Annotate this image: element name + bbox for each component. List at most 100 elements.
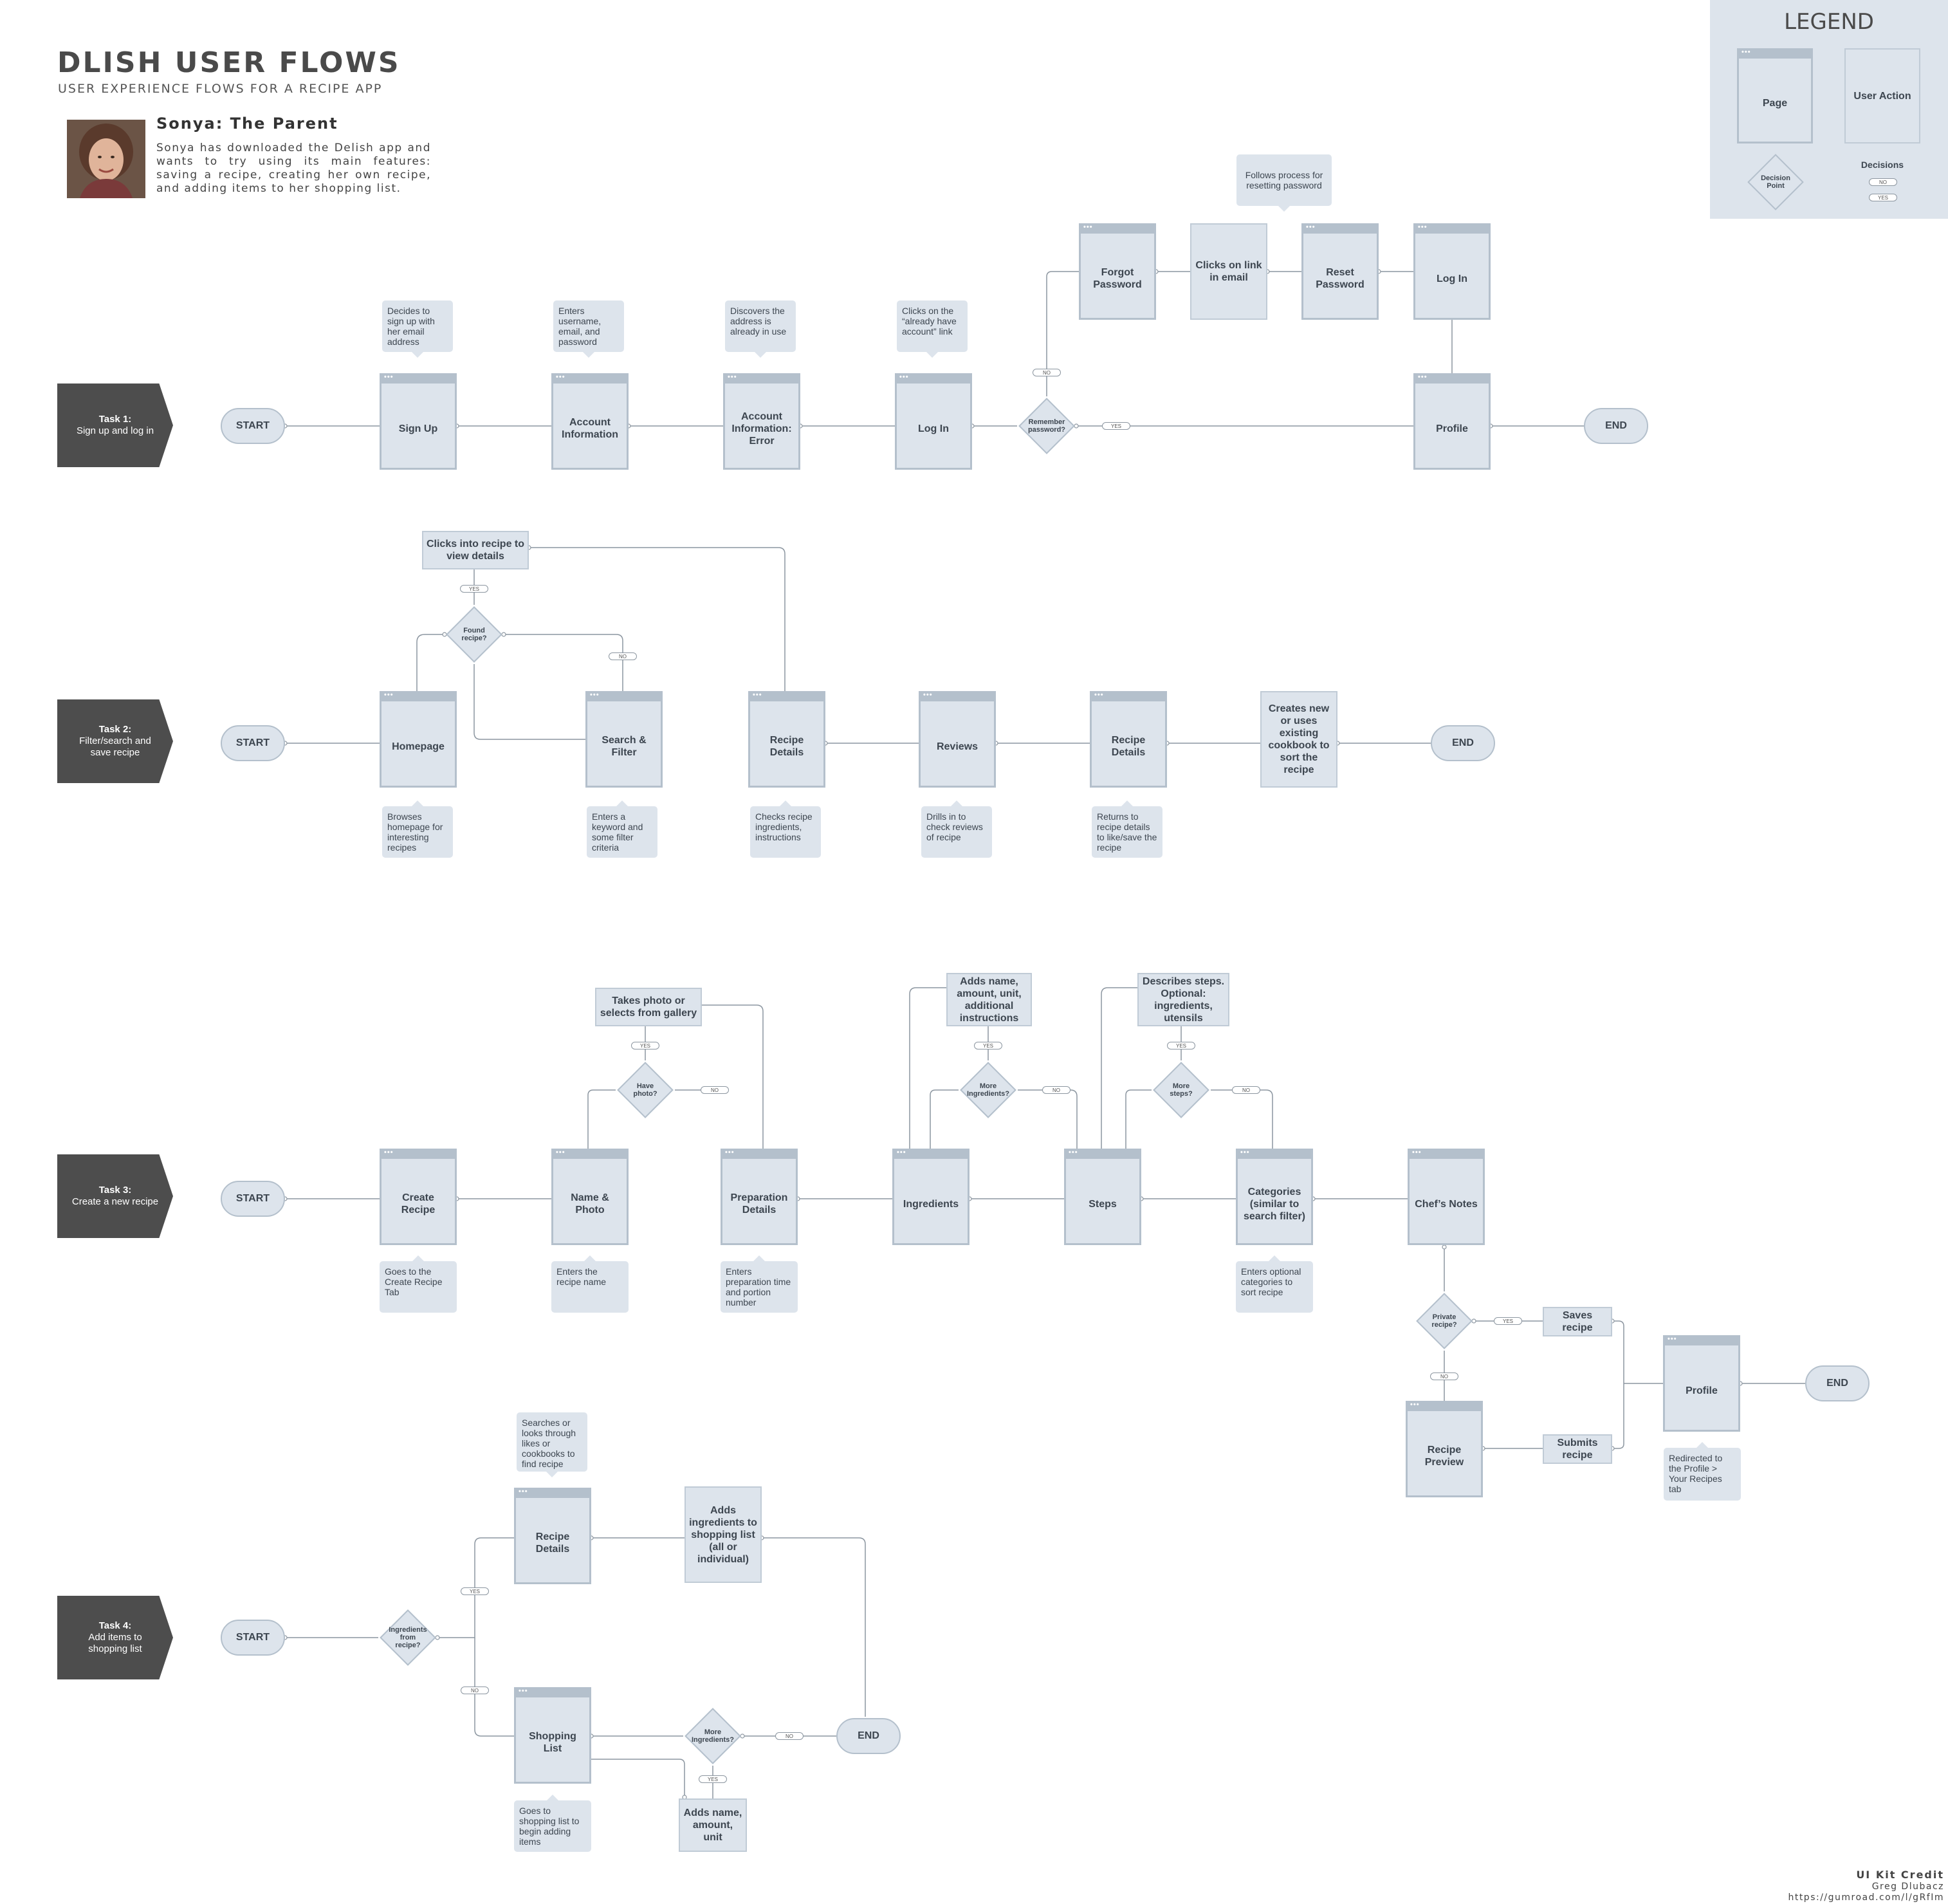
task4-adds-ingredients-action: Adds ingredients to shopping list (all o… [685, 1486, 762, 1583]
task3-steps-yes-pill: YES [1167, 1042, 1195, 1049]
task2-label: Task 2: Filter/search and save recipe [57, 699, 173, 783]
legend-page-label: Page [1762, 97, 1788, 109]
legend-decision-label: Decision Point [1761, 174, 1790, 190]
task1-title: Task 1: [98, 414, 132, 425]
task3-note-create: Goes to the Create Recipe Tab [380, 1255, 457, 1313]
task2-recipe-details-page: Recipe Details [748, 689, 825, 788]
task3-steps-no-pill: NO [1232, 1086, 1260, 1094]
task3-profile-page: Profile [1663, 1333, 1740, 1432]
task3-private-yes-pill: YES [1494, 1317, 1522, 1325]
task1-account-error-page: Account Information: Error [723, 371, 800, 470]
legend-decision-shape: Decision Point [1746, 153, 1805, 212]
task1-remember-label: Remember password? [1027, 418, 1066, 434]
task4-ingredients-from-decision: Ingredients from recipe? [378, 1608, 437, 1667]
task4-note-searches: Searches or looks through likes or cookb… [517, 1412, 587, 1477]
task1-clicks-link-action: Clicks on link in email [1190, 223, 1267, 320]
task3-more-ingredients-label: More Ingredients? [967, 1082, 1010, 1098]
task1-desc: Sign up and log in [76, 425, 154, 436]
task2-cookbook-action: Creates new or uses existing cookbook to… [1260, 691, 1337, 788]
task1-note-login: Clicks on the “already have account” lin… [897, 300, 968, 358]
task4-more-ingredients-decision: More Ingredients? [683, 1706, 742, 1766]
ui-kit-credit: UI Kit Credit Greg Dlubacz https://gumro… [1788, 1869, 1944, 1903]
task2-note-details-2: Returns to recipe details to like/save t… [1092, 800, 1162, 858]
task2-desc: Filter/search and save recipe [79, 735, 151, 758]
task2-clicks-into-action: Clicks into recipe to view details [422, 531, 529, 569]
task3-adds-name-action: Adds name, amount, unit, additional inst… [946, 973, 1032, 1026]
task3-ingredients-page: Ingredients [892, 1147, 969, 1245]
legend-yes-pill: YES [1869, 194, 1897, 201]
legend-decisions-label: Decisions [1861, 160, 1904, 170]
task3-title: Task 3: [98, 1185, 132, 1196]
task3-more-ingredients-decision: More Ingredients? [959, 1060, 1018, 1120]
task4-no-pill: NO [461, 1687, 489, 1694]
credit-url[interactable]: https://gumroad.com/l/gRfIm [1788, 1892, 1944, 1903]
legend-page-shape: Page [1737, 46, 1813, 143]
task4-yes-pill: YES [461, 1587, 489, 1595]
task2-end: END [1431, 725, 1495, 761]
task4-start: START [221, 1620, 285, 1656]
task2-found-label: Found recipe? [461, 627, 487, 642]
task3-note-name: Enters the recipe name [551, 1255, 629, 1313]
task2-note-search: Enters a keyword and some filter criteri… [587, 800, 657, 858]
task2-note-reviews: Drills in to check reviews of recipe [921, 800, 992, 858]
task3-create-recipe-page: Create Recipe [380, 1147, 457, 1245]
task3-private-decision: Private recipe? [1415, 1291, 1474, 1351]
task3-steps-page: Steps [1064, 1147, 1141, 1245]
task3-photo-yes-pill: YES [631, 1042, 659, 1049]
task4-label: Task 4: Add items to shopping list [57, 1596, 173, 1679]
task1-start: START [221, 408, 285, 444]
task1-yes-pill: YES [1102, 422, 1130, 430]
task2-note-details: Checks recipe ingredients, instructions [750, 800, 821, 858]
task3-more-steps-decision: More steps? [1152, 1060, 1211, 1120]
task3-takes-photo-action: Takes photo or selects from gallery [595, 988, 702, 1026]
legend-user-action-shape: User Action [1844, 48, 1920, 143]
task4-note-shopping: Goes to shopping list to begin adding it… [514, 1795, 591, 1852]
task1-note-reset: Follows process for resetting password [1236, 154, 1332, 212]
task3-desc: Create a new recipe [71, 1196, 159, 1207]
task3-saves-action: Saves recipe [1543, 1307, 1612, 1336]
task4-title: Task 4: [98, 1620, 132, 1631]
task3-note-profile: Redirected to the Profile > Your Recipes… [1664, 1442, 1741, 1501]
task3-prep-details-page: Preparation Details [721, 1147, 798, 1245]
task4-end: END [836, 1718, 901, 1754]
task1-log-in-2-page: Log In [1413, 221, 1491, 320]
task3-private-no-pill: NO [1430, 1373, 1458, 1380]
task3-start: START [221, 1181, 285, 1217]
page-subtitle: USER EXPERIENCE FLOWS FOR A RECIPE APP [58, 82, 383, 96]
task4-ingredients-from-label: Ingredients from recipe? [389, 1626, 427, 1649]
task2-recipe-details-2-page: Recipe Details [1090, 689, 1167, 788]
task3-categories-page: Categories (similar to search filter) [1236, 1147, 1313, 1245]
legend-no-pill: NO [1869, 178, 1897, 186]
task4-shopping-list-page: Shopping List [514, 1685, 591, 1784]
task3-have-photo-decision: Have photo? [616, 1060, 675, 1120]
task3-note-prep: Enters preparation time and portion numb… [721, 1255, 798, 1313]
task3-recipe-preview-page: Recipe Preview [1406, 1399, 1483, 1497]
task2-no-pill: NO [609, 652, 637, 660]
task3-photo-no-pill: NO [701, 1086, 729, 1094]
task4-adds-name-action: Adds name, amount, unit [679, 1798, 747, 1852]
task1-end: END [1584, 408, 1648, 444]
task1-log-in-page: Log In [895, 371, 972, 470]
task2-title: Task 2: [98, 724, 132, 735]
task3-more-steps-label: More steps? [1170, 1082, 1193, 1098]
legend-title: LEGEND [1784, 9, 1874, 35]
task4-more-no-pill: NO [775, 1732, 804, 1740]
task1-note-signup: Decides to sign up with her email addres… [382, 300, 453, 358]
task3-describes-steps-action: Describes steps. Optional: ingredients, … [1137, 973, 1229, 1026]
persona-description: Sonya has downloaded the Delish app and … [156, 142, 431, 195]
task2-yes-pill: YES [460, 585, 488, 593]
task1-profile-page: Profile [1413, 371, 1491, 470]
task3-ingredients-no-pill: NO [1042, 1086, 1070, 1094]
legend-user-action-label: User Action [1853, 90, 1911, 102]
task3-private-label: Private recipe? [1431, 1313, 1457, 1329]
task1-no-pill: NO [1033, 369, 1061, 376]
task3-have-photo-label: Have photo? [633, 1082, 657, 1098]
task3-name-photo-page: Name & Photo [551, 1147, 629, 1245]
task1-note-account: Enters username, email, and password [553, 300, 624, 358]
task4-recipe-details-page: Recipe Details [514, 1486, 591, 1584]
task3-label: Task 3: Create a new recipe [57, 1154, 173, 1238]
credit-author: Greg Dlubacz [1871, 1881, 1944, 1892]
task1-account-info-page: Account Information [551, 371, 629, 470]
credit-title: UI Kit Credit [1856, 1869, 1944, 1881]
